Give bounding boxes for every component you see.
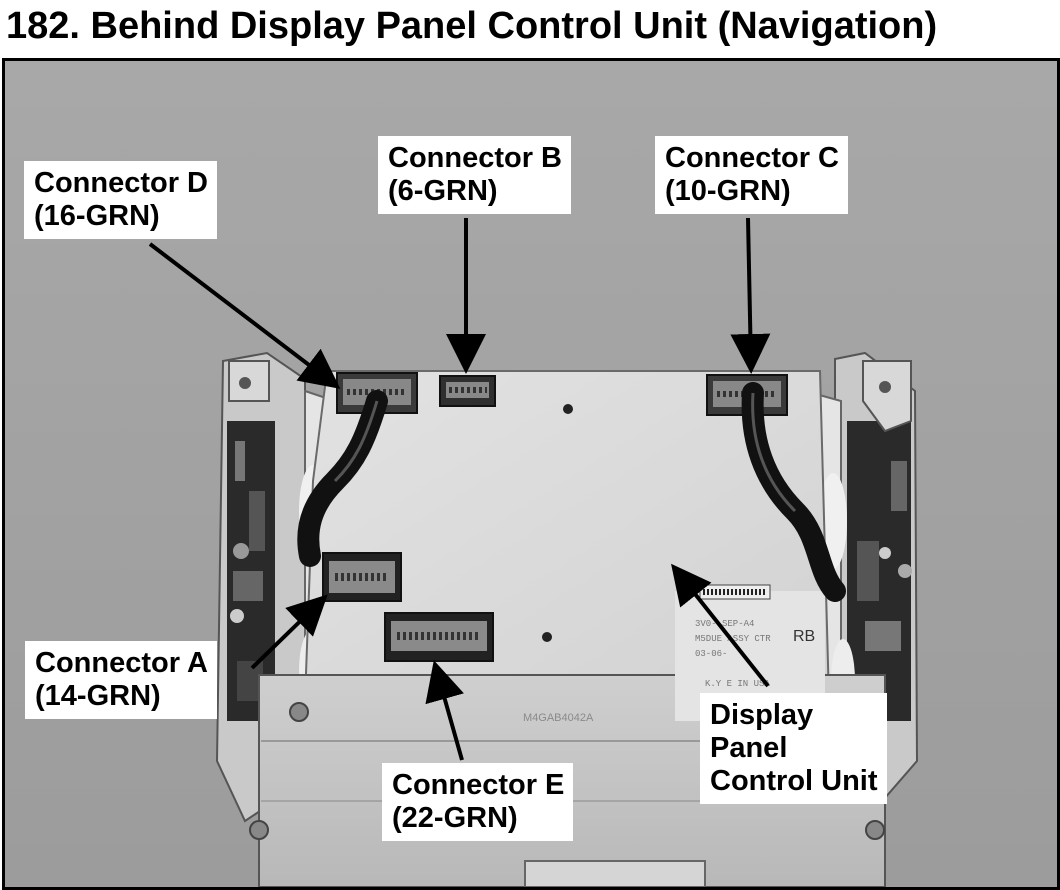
callout-connector-e: Connector E (22-GRN) (382, 763, 574, 841)
callout-connector-e-name: Connector E (392, 769, 565, 801)
svg-text:3V0- SEP-A4: 3V0- SEP-A4 (695, 619, 754, 629)
callout-connector-c: Connector C (10-GRN) (655, 136, 848, 214)
callout-connector-a-name: Connector A (35, 647, 208, 679)
callout-connector-b-pins: (6-GRN) (388, 175, 498, 207)
callout-display-panel-line3: Control Unit (710, 765, 878, 797)
callout-connector-e-pins: (22-GRN) (392, 802, 518, 834)
connector-a (322, 552, 402, 602)
page-title: 182. Behind Display Panel Control Unit (… (6, 5, 938, 47)
callout-connector-d-name: Connector D (34, 167, 208, 199)
svg-text:03-06-: 03-06- (695, 649, 727, 659)
connector-e (384, 612, 494, 662)
module-mark-label: RB (793, 628, 815, 645)
svg-text:M4GAB4042A: M4GAB4042A (523, 712, 594, 724)
svg-text:K.Y E IN USA: K.Y E IN USA (705, 679, 770, 689)
callout-connector-b: Connector B (6-GRN) (378, 136, 571, 214)
callout-connector-a: Connector A (14-GRN) (25, 641, 217, 719)
callout-connector-d: Connector D (16-GRN) (24, 161, 217, 239)
callout-display-panel-line1: Display (710, 699, 814, 731)
callout-connector-c-name: Connector C (665, 142, 839, 174)
callout-connector-d-pins: (16-GRN) (34, 200, 160, 232)
svg-text:M5DUE ASSY CTR: M5DUE ASSY CTR (695, 634, 771, 644)
callout-connector-a-pins: (14-GRN) (35, 680, 161, 712)
callout-connector-b-name: Connector B (388, 142, 562, 174)
connector-b (439, 375, 496, 407)
callout-display-panel: Display Panel Control Unit (700, 693, 887, 804)
callout-display-panel-line2: Panel (710, 732, 788, 764)
callout-connector-c-pins: (10-GRN) (665, 175, 791, 207)
